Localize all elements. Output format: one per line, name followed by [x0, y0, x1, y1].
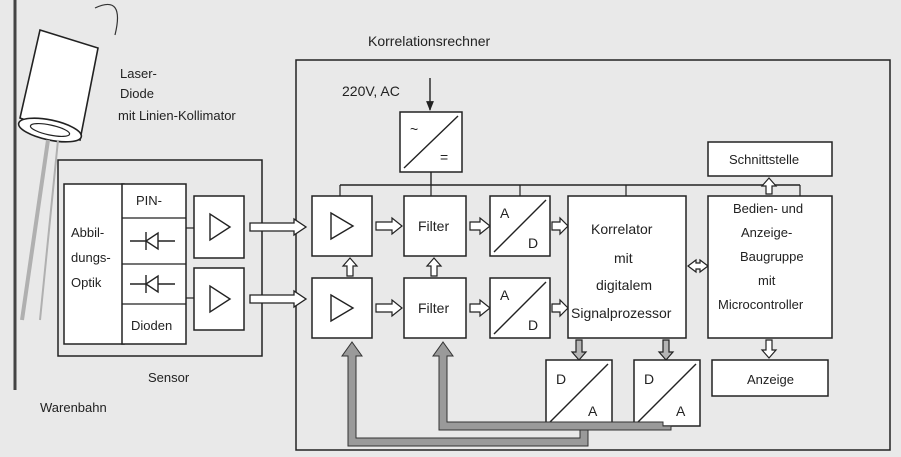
signal-arrow	[551, 298, 569, 318]
correlation-computer-title: Korrelationsrechner	[368, 33, 491, 49]
laser-diode	[17, 3, 119, 321]
pin-label: PIN-	[136, 193, 162, 208]
amplifier-icon	[330, 293, 355, 323]
diodes-label: Dioden	[131, 318, 172, 333]
dac-right-a: A	[676, 403, 686, 419]
sensor-label: Sensor	[148, 370, 190, 385]
laser-beam	[20, 139, 50, 321]
signal-arrow	[425, 257, 443, 277]
control-unit-label-3: Baugruppe	[740, 249, 804, 264]
control-unit-label-5: Microcontroller	[718, 297, 804, 312]
amplifier-icon	[209, 284, 232, 314]
correlator-label-3: digitalem	[596, 277, 652, 293]
power-input-label: 220V, AC	[342, 83, 400, 99]
correlator-label-1: Korrelator	[591, 221, 653, 237]
adc-bottom-d: D	[528, 317, 538, 333]
control-unit-label-1: Bedien- und	[733, 201, 803, 216]
control-unit-label-4: mit	[758, 273, 776, 288]
correlation-computer-housing	[295, 59, 891, 451]
dac-right-d: D	[644, 371, 654, 387]
signal-arrow	[375, 298, 403, 318]
optics-label-2: dungs-	[71, 250, 111, 265]
correlator-label-4: Signalprozessor	[571, 305, 672, 321]
signal-arrow	[760, 339, 778, 359]
correlator-label-2: mit	[614, 250, 633, 266]
sensor-housing	[57, 159, 263, 357]
adc-top-d: D	[528, 235, 538, 251]
laser-label-1: Laser-	[120, 66, 157, 81]
laser-label-2: Diode	[120, 86, 154, 101]
display-label: Anzeige	[747, 372, 794, 387]
signal-arrow	[249, 217, 308, 237]
signal-arrow	[469, 298, 491, 318]
adc-top-a: A	[500, 205, 510, 221]
correlator-box	[567, 195, 687, 339]
signal-arrow	[341, 257, 359, 277]
signal-arrow	[570, 339, 588, 361]
dc-symbol: =	[440, 149, 448, 165]
photodiode-icon	[130, 231, 175, 251]
amplifier-bottom	[311, 277, 373, 339]
adc-bottom-a: A	[500, 287, 510, 303]
interface-box	[707, 141, 833, 177]
control-unit-box	[707, 195, 833, 339]
signal-arrow	[760, 177, 778, 195]
feedback-path	[341, 341, 672, 447]
filter-bottom	[403, 277, 467, 339]
signal-arrow	[469, 216, 491, 236]
ac-symbol: ~	[410, 121, 418, 137]
amplifier-icon	[209, 212, 232, 242]
amplifier-top	[311, 195, 373, 257]
web-label: Warenbahn	[40, 400, 107, 415]
photodiode-icon	[130, 274, 175, 294]
signal-arrow	[375, 216, 403, 236]
signal-arrow	[249, 289, 308, 309]
optics-label-3: Optik	[71, 275, 102, 290]
interface-label: Schnittstelle	[729, 152, 799, 167]
sensor-amplifier-top	[193, 195, 245, 259]
dac-left-a: A	[588, 403, 598, 419]
filter-top	[403, 195, 467, 257]
amplifier-icon	[330, 211, 355, 241]
signal-arrow	[657, 339, 675, 361]
dac-left-d: D	[556, 371, 566, 387]
signal-arrow	[551, 216, 569, 236]
display-box	[711, 359, 829, 397]
filter-bottom-label: Filter	[418, 300, 449, 316]
optics-label-1: Abbil-	[71, 225, 104, 240]
sensor-amplifier-bottom	[193, 267, 245, 331]
laser-label-3: mit Linien-Kollimator	[118, 108, 236, 123]
control-unit-label-2: Anzeige-	[741, 225, 792, 240]
filter-top-label: Filter	[418, 218, 449, 234]
